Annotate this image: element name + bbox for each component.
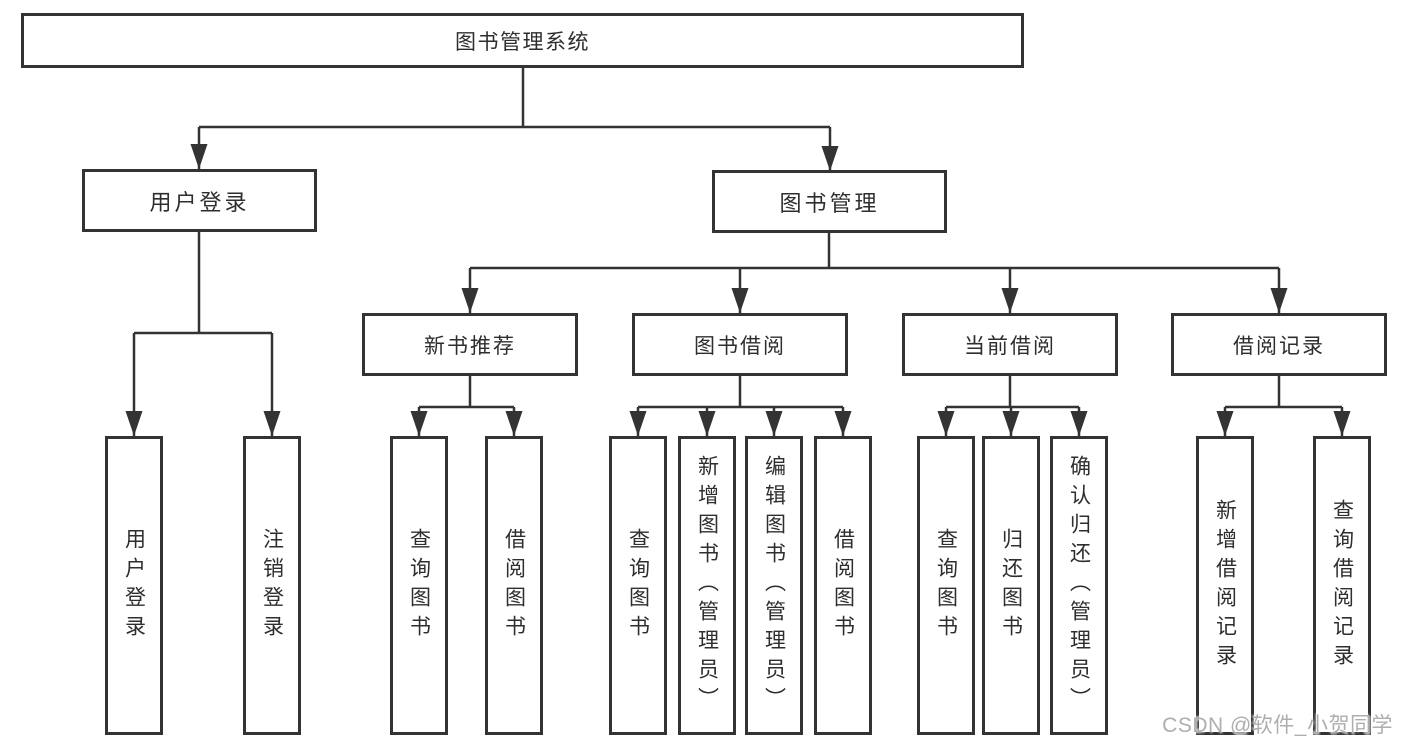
leaf-label: 借阅图书 (831, 527, 855, 644)
leaf-confirm-return-admin: 确认归还（管理员） (1050, 436, 1108, 735)
leaf-borrow-books-recommend: 借阅图书 (485, 436, 543, 735)
node-borrowing-records: 借阅记录 (1171, 313, 1387, 376)
leaf-query-borrow-record: 查询借阅记录 (1313, 436, 1371, 735)
leaf-label: 归还图书 (999, 527, 1023, 644)
leaf-label: 注销登录 (260, 527, 284, 644)
node-root-system: 图书管理系统 (21, 13, 1024, 68)
leaf-label: 编辑图书（管理员） (762, 455, 786, 716)
csdn-watermark: CSDN @软件_小贺同学 (1162, 714, 1393, 737)
leaf-label: 查询图书 (934, 527, 958, 644)
leaf-query-books-current: 查询图书 (917, 436, 975, 735)
tree-edges (132, 68, 1344, 436)
leaf-add-book-admin: 新增图书（管理员） (678, 436, 736, 735)
leaf-label: 新增图书（管理员） (695, 455, 719, 716)
leaf-label: 借阅图书 (502, 527, 526, 644)
leaf-edit-book-admin: 编辑图书（管理员） (745, 436, 803, 735)
node-book-borrowing: 图书借阅 (632, 313, 848, 376)
leaf-return-books: 归还图书 (982, 436, 1040, 735)
node-user-login: 用户登录 (82, 169, 317, 232)
leaf-label: 查询图书 (626, 527, 650, 644)
leaf-logout: 注销登录 (243, 436, 301, 735)
leaf-label: 查询图书 (407, 527, 431, 644)
leaf-label: 用户登录 (122, 527, 146, 644)
leaf-label: 确认归还（管理员） (1067, 455, 1091, 716)
node-new-book-recommendation: 新书推荐 (362, 313, 578, 376)
leaf-user-login: 用户登录 (105, 436, 163, 735)
leaf-label: 新增借阅记录 (1213, 498, 1237, 673)
node-current-borrowing: 当前借阅 (902, 313, 1118, 376)
leaf-query-books-borrow: 查询图书 (609, 436, 667, 735)
node-book-management: 图书管理 (712, 170, 947, 233)
leaf-label: 查询借阅记录 (1330, 498, 1354, 673)
leaf-add-borrow-record: 新增借阅记录 (1196, 436, 1254, 735)
leaf-borrow-books: 借阅图书 (814, 436, 872, 735)
leaf-query-books-recommend: 查询图书 (390, 436, 448, 735)
